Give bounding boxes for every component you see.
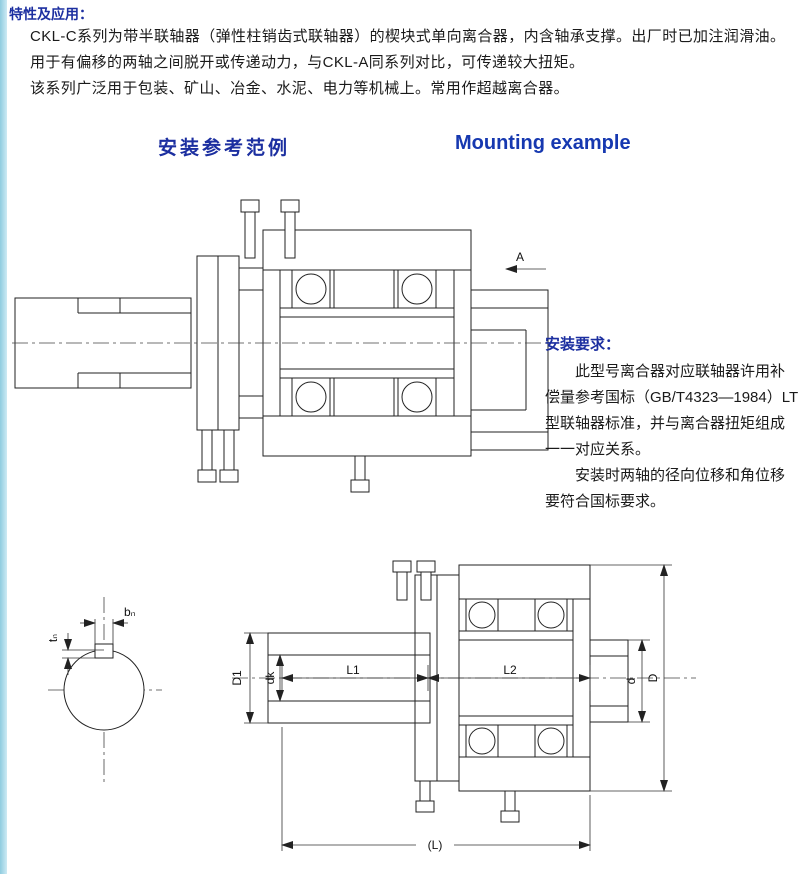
keyway-end-view: bₙ tₙ: [46, 597, 162, 783]
intro-paragraph-line: 用于有偏移的两轴之间脱开或传递动力，与CKL-A同系列对比，可传递较大扭矩。: [30, 54, 585, 71]
dimension-L1: L1: [281, 663, 429, 691]
section-heading-features: 特性及应用：: [9, 6, 93, 22]
sprag-elements: [333, 269, 395, 417]
bearings: [465, 598, 568, 758]
dimension-D: D: [590, 564, 672, 792]
dimension-dk: dk: [263, 654, 284, 702]
intro-paragraph-line: 该系列广泛用于包装、矿山、冶金、水泥、电力等机械上。常用作超越离合器。: [30, 80, 570, 97]
dim-dk-label: dk: [263, 671, 277, 685]
heading-mounting-example-en: Mounting example: [455, 132, 631, 154]
top-bolts: [392, 560, 436, 601]
intro-paragraph-line: CKL-C系列为带半联轴器（弹性柱销齿式联轴器）的楔块式单向离合器，内含轴承支撑…: [30, 28, 786, 45]
bottom-bolts: [197, 429, 370, 493]
dim-d-label: d: [624, 678, 638, 685]
dimension-drawing: bₙ tₙ: [46, 560, 696, 852]
mounting-example-drawing: A: [12, 199, 549, 493]
dim-D-label: D: [646, 673, 660, 682]
dim-D1-label: D1: [230, 670, 244, 686]
right-shaft: [470, 289, 549, 451]
sprag-elements: [497, 598, 536, 758]
dim-L2-label: L2: [503, 663, 517, 677]
page-edge-strip: [0, 0, 7, 874]
view-arrow-label: A: [516, 250, 524, 264]
top-bolts: [240, 199, 300, 259]
bearings: [291, 269, 437, 417]
heading-installation-example-cn: 安装参考范例: [158, 138, 291, 159]
dimension-d: d: [624, 639, 650, 723]
installation-requirements-para: 此型号离合器对应联轴器许用补偿量参考国标（GB/T4323—1984）LT型联轴…: [545, 363, 799, 458]
dimension-total-length: (L): [281, 727, 591, 852]
section-view-arrow: A: [505, 250, 546, 273]
keyway-slot: [94, 643, 114, 659]
dim-key-width-label: bₙ: [124, 605, 136, 619]
dimension-L2: L2: [427, 663, 591, 691]
dimension-D1: D1: [230, 632, 268, 724]
installation-requirements: 安装要求： 此型号离合器对应联轴器许用补偿量参考国标（GB/T4323—1984…: [545, 332, 799, 515]
dim-key-depth-label: tₙ: [46, 634, 60, 642]
dim-L1-label: L1: [346, 663, 360, 677]
shaft-end-circle: [63, 649, 145, 731]
right-shaft: [589, 639, 629, 723]
bottom-bolts: [415, 780, 520, 823]
dim-L-total-label: (L): [428, 838, 443, 852]
installation-requirements-para: 安装时两轴的径向位移和角位移要符合国标要求。: [545, 467, 786, 510]
installation-requirements-title: 安装要求：: [545, 336, 621, 353]
